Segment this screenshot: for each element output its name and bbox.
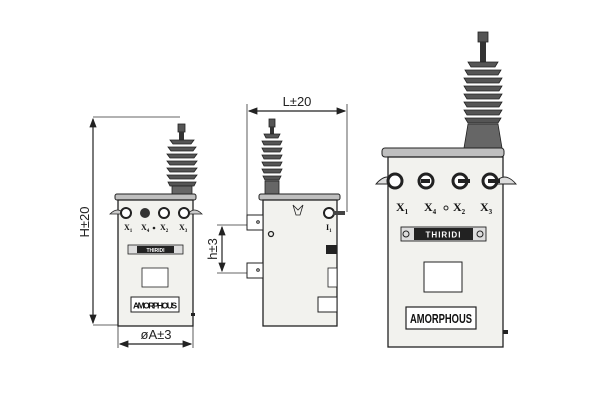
- mounting-bracket-lower: [246, 262, 264, 279]
- side-terminal: [323, 207, 335, 219]
- bushing-insulator: [261, 118, 283, 196]
- mounting-bracket-upper: [246, 214, 264, 231]
- terminal-label-x3: X3: [179, 223, 188, 234]
- terminal-label-x1: X1: [396, 200, 409, 216]
- window: [423, 261, 463, 293]
- terminal-label-x2: X2: [160, 223, 169, 234]
- front-view-large: X1 X4 X2 X3 THIRIDI AMORPHOUS: [375, 31, 517, 348]
- height-dimension-label: H±20: [77, 207, 92, 238]
- length-dimension-label: L±20: [283, 94, 312, 109]
- svg-text:THIRIDI: THIRIDI: [146, 248, 165, 254]
- terminal-label-x3: X3: [480, 200, 493, 216]
- brand-plate: THIRIDI: [400, 226, 487, 242]
- terminal-label-x4: X4: [141, 223, 150, 234]
- terminals: [109, 207, 203, 219]
- side-view: L±20 h±3 I1: [205, 94, 348, 327]
- nameplate-text: AMORPHOUS: [133, 301, 177, 311]
- diameter-dimension-label: øA±3: [141, 327, 172, 342]
- terminal-label-x1: X1: [124, 223, 133, 234]
- side-terminal-label: I1: [326, 223, 332, 234]
- terminal-label-x4: X4: [424, 200, 437, 216]
- nameplate-text: AMORPHOUS: [410, 311, 472, 326]
- nameplate: [405, 306, 477, 330]
- tank-lid: [258, 193, 341, 201]
- bushing-insulator: [463, 31, 503, 149]
- tank-lid: [114, 193, 197, 201]
- lifting-lug: [292, 204, 304, 216]
- front-view-small: H±20 øA±3 X1 X4 X2 X3: [77, 116, 203, 348]
- bracket-dimension-label: h±3: [205, 238, 220, 260]
- svg-text:THIRIDI: THIRIDI: [426, 231, 462, 240]
- window: [141, 267, 169, 288]
- tank-lid: [381, 147, 505, 158]
- nameplate: [130, 296, 180, 313]
- bushing-insulator: [166, 123, 198, 196]
- brand-plate: THIRIDI: [127, 244, 184, 255]
- terminal-label-x2: X2: [453, 200, 466, 216]
- terminals: [375, 172, 517, 190]
